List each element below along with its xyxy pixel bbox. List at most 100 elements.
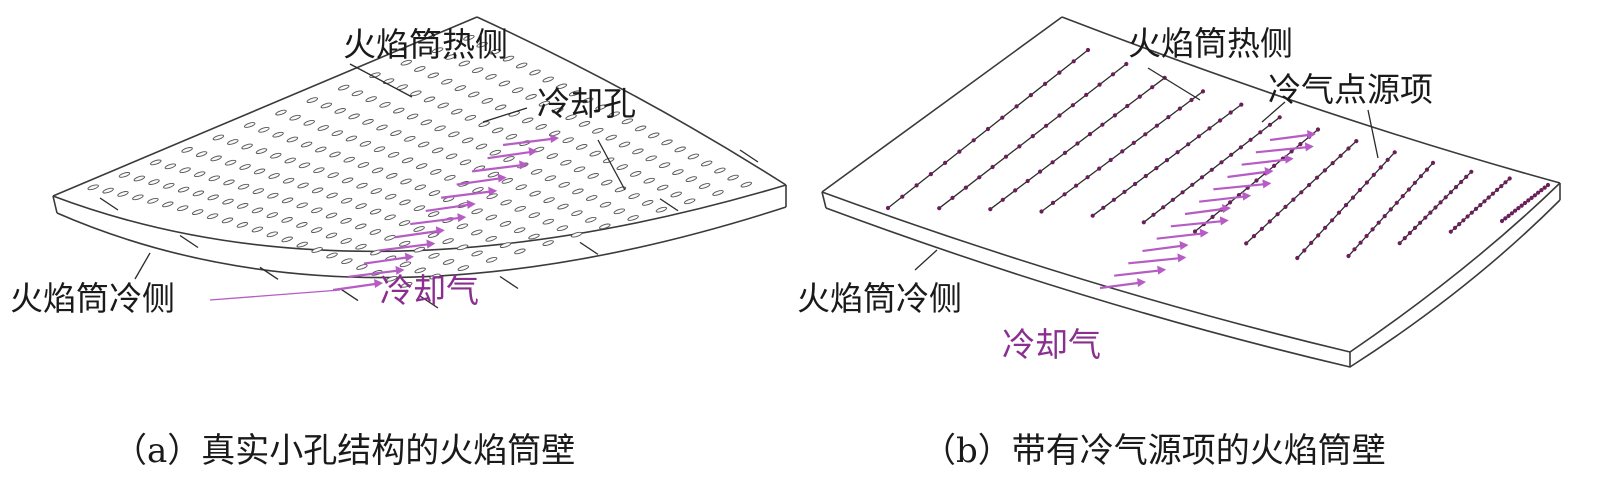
source-dot: [1086, 48, 1090, 52]
source-dot: [1418, 221, 1422, 225]
source-dot: [1419, 174, 1423, 178]
cooling-hole: [522, 117, 534, 124]
cooling-hole: [163, 182, 175, 189]
cooling-hole: [490, 149, 502, 156]
source-dot: [1508, 176, 1512, 180]
cooling-hole: [661, 139, 673, 146]
cooling-air-arrow: [1199, 197, 1243, 202]
cooling-hole: [376, 124, 388, 131]
arrowhead: [1242, 192, 1251, 201]
cooling-hole: [178, 186, 190, 193]
cooling-hole: [462, 137, 474, 144]
cooling-hole: [282, 197, 294, 204]
side-hatch: [340, 289, 358, 301]
cooling-hole: [207, 213, 219, 220]
cooling-hole: [545, 175, 557, 182]
source-dot: [1249, 138, 1253, 142]
cooling-hole: [576, 143, 588, 150]
cooling-hole: [338, 84, 350, 91]
cooling-hole: [193, 190, 205, 197]
cooling-hole: [587, 172, 599, 179]
source-dot: [1125, 104, 1129, 108]
cooling-hole: [471, 250, 483, 257]
source-dot: [1408, 231, 1412, 235]
source-dot: [1210, 168, 1214, 172]
source-dot: [1351, 196, 1355, 200]
cooling-hole: [358, 162, 370, 169]
cooling-hole: [572, 188, 584, 195]
cooling-hole: [194, 171, 206, 178]
source-dot: [1298, 142, 1302, 146]
source-dot: [986, 127, 990, 131]
cooling-hole: [542, 76, 554, 83]
source-dot: [1459, 180, 1463, 184]
cooling-hole: [525, 93, 537, 100]
cooling-hole: [429, 190, 441, 197]
cooling-hole: [340, 217, 352, 224]
source-dot: [950, 196, 954, 200]
arrowhead: [1285, 155, 1294, 164]
cooling-hole: [512, 87, 524, 94]
cooling-hole: [348, 113, 360, 120]
source-dot: [1428, 211, 1432, 215]
cooling-hole: [558, 181, 570, 188]
cooling-hole: [341, 258, 353, 265]
side-hatch: [180, 236, 198, 248]
cooling-hole: [384, 234, 396, 241]
source-dot: [1474, 207, 1478, 211]
source-dot: [1101, 206, 1105, 210]
cooling-hole: [529, 190, 541, 197]
cooling-hole: [741, 181, 753, 188]
source-dot: [1239, 145, 1243, 149]
source-dot: [1365, 234, 1369, 238]
plate-a-front-bottom: [57, 207, 786, 278]
cooling-hole: [500, 242, 512, 249]
source-dot: [1407, 187, 1411, 191]
cooling-hole: [486, 256, 498, 263]
source-dot: [1401, 194, 1405, 198]
source-dot: [1142, 220, 1146, 224]
cooling-hole: [492, 127, 504, 134]
cooling-hole: [476, 143, 488, 150]
source-lines: [886, 48, 1550, 260]
cooling-hole: [529, 69, 541, 76]
cooling-hole: [506, 133, 518, 140]
source-dot: [1138, 95, 1142, 99]
cooling-hole: [343, 156, 355, 163]
cooling-hole: [301, 141, 313, 148]
source-dot: [1330, 218, 1334, 222]
cooling-hole: [701, 160, 713, 167]
cold-side-label-a: 火焰筒冷侧: [10, 279, 175, 318]
source-dot: [1337, 211, 1341, 215]
source-dot: [1495, 188, 1499, 192]
cooling-hole: [374, 146, 386, 153]
source-dot: [1097, 167, 1101, 171]
cooling-hole: [287, 136, 299, 143]
cooling-hole: [87, 184, 99, 191]
source-dot: [1395, 201, 1399, 205]
cooling-hole: [432, 147, 444, 154]
side-hatch: [100, 198, 118, 210]
source-dot: [1478, 203, 1482, 207]
source-dot: [1100, 123, 1104, 127]
cooling-hole: [414, 246, 426, 253]
cooling-hole: [424, 96, 436, 103]
cooling-hole: [434, 125, 446, 132]
source-dot: [1365, 180, 1369, 184]
cooling-hole: [601, 179, 613, 186]
cooling-hole: [370, 208, 382, 215]
cooling-hole: [210, 155, 222, 162]
source-dot: [1413, 181, 1417, 185]
cooling-hole: [485, 235, 497, 242]
cooling-hole: [451, 108, 463, 115]
source-dot: [1239, 103, 1243, 107]
source-dot: [1444, 195, 1448, 199]
cooling-hole: [448, 131, 460, 138]
cooling-hole: [244, 122, 256, 129]
cooling-air-arrow: [426, 205, 468, 211]
cooling-hole: [543, 197, 555, 204]
cooling-hole: [444, 174, 456, 181]
cooling-hole: [686, 176, 698, 183]
caption-a: （a）真实小孔结构的火焰筒壁: [113, 431, 575, 471]
source-dot: [1276, 212, 1280, 216]
